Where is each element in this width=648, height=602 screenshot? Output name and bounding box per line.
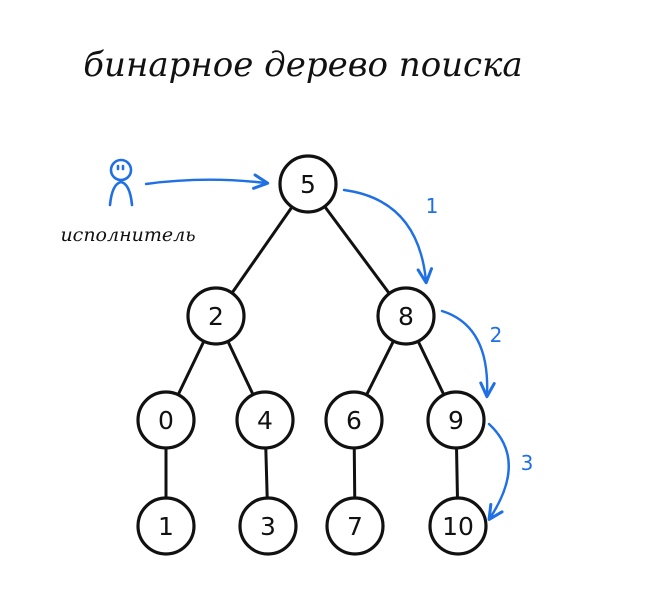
- tree-edge: [416, 339, 446, 397]
- tree-node: 0: [136, 390, 196, 450]
- tree-nodes: 5 2 8 0 4 6 9 1 3 7 10: [136, 154, 488, 556]
- node-circle: [428, 496, 488, 556]
- node-label: 6: [346, 406, 362, 435]
- tree-node: 2: [186, 286, 246, 346]
- tree-node: 8: [376, 286, 436, 346]
- node-label: 9: [448, 406, 464, 435]
- node-circle: [186, 286, 246, 346]
- search-step-label: 2: [490, 323, 503, 347]
- actor: исполнитель: [60, 158, 270, 246]
- tree-node: 5: [278, 154, 338, 214]
- search-path: 1 2 3: [342, 188, 534, 521]
- tree-node: 4: [235, 390, 295, 450]
- node-circle: [376, 286, 436, 346]
- node-label: 8: [398, 302, 414, 331]
- actor-label: исполнитель: [60, 224, 195, 246]
- tree-edge: [264, 446, 269, 500]
- node-circle: [136, 390, 196, 450]
- tree-edges: [164, 204, 459, 500]
- tree-node: 1: [136, 496, 196, 556]
- search-step-arrow: [487, 422, 510, 521]
- node-circle: [426, 390, 486, 450]
- node-circle: [278, 154, 338, 214]
- node-circle: [136, 496, 196, 556]
- search-step-arrow: [440, 309, 496, 399]
- tree-node: 10: [428, 496, 488, 556]
- node-label: 2: [208, 302, 224, 331]
- tree-node: 7: [325, 496, 385, 556]
- tree-edge: [230, 205, 294, 295]
- node-label: 3: [260, 512, 276, 541]
- node-circle: [235, 390, 295, 450]
- tree-edge: [323, 204, 391, 296]
- node-circle: [324, 390, 384, 450]
- person-icon: [108, 158, 134, 207]
- node-label: 10: [442, 512, 474, 541]
- node-label: 7: [347, 512, 363, 541]
- node-circle: [238, 496, 298, 556]
- search-step-label: 3: [521, 451, 534, 475]
- tree-node: 9: [426, 390, 486, 450]
- diagram-title: бинарное дерево поиска: [83, 45, 522, 85]
- search-step-arrow: [342, 188, 434, 285]
- actor-arrow: [144, 173, 270, 190]
- node-label: 4: [257, 406, 273, 435]
- tree-edge: [455, 446, 459, 500]
- node-label: 5: [300, 170, 316, 199]
- tree-edge: [365, 339, 395, 397]
- node-circle: [325, 496, 385, 556]
- tree-node: 3: [238, 496, 298, 556]
- tree-edge: [176, 339, 206, 397]
- tree-node: 6: [324, 390, 384, 450]
- node-label: 0: [158, 406, 174, 435]
- search-step-label: 1: [426, 194, 439, 218]
- tree-edge: [226, 339, 255, 397]
- node-label: 1: [158, 512, 174, 541]
